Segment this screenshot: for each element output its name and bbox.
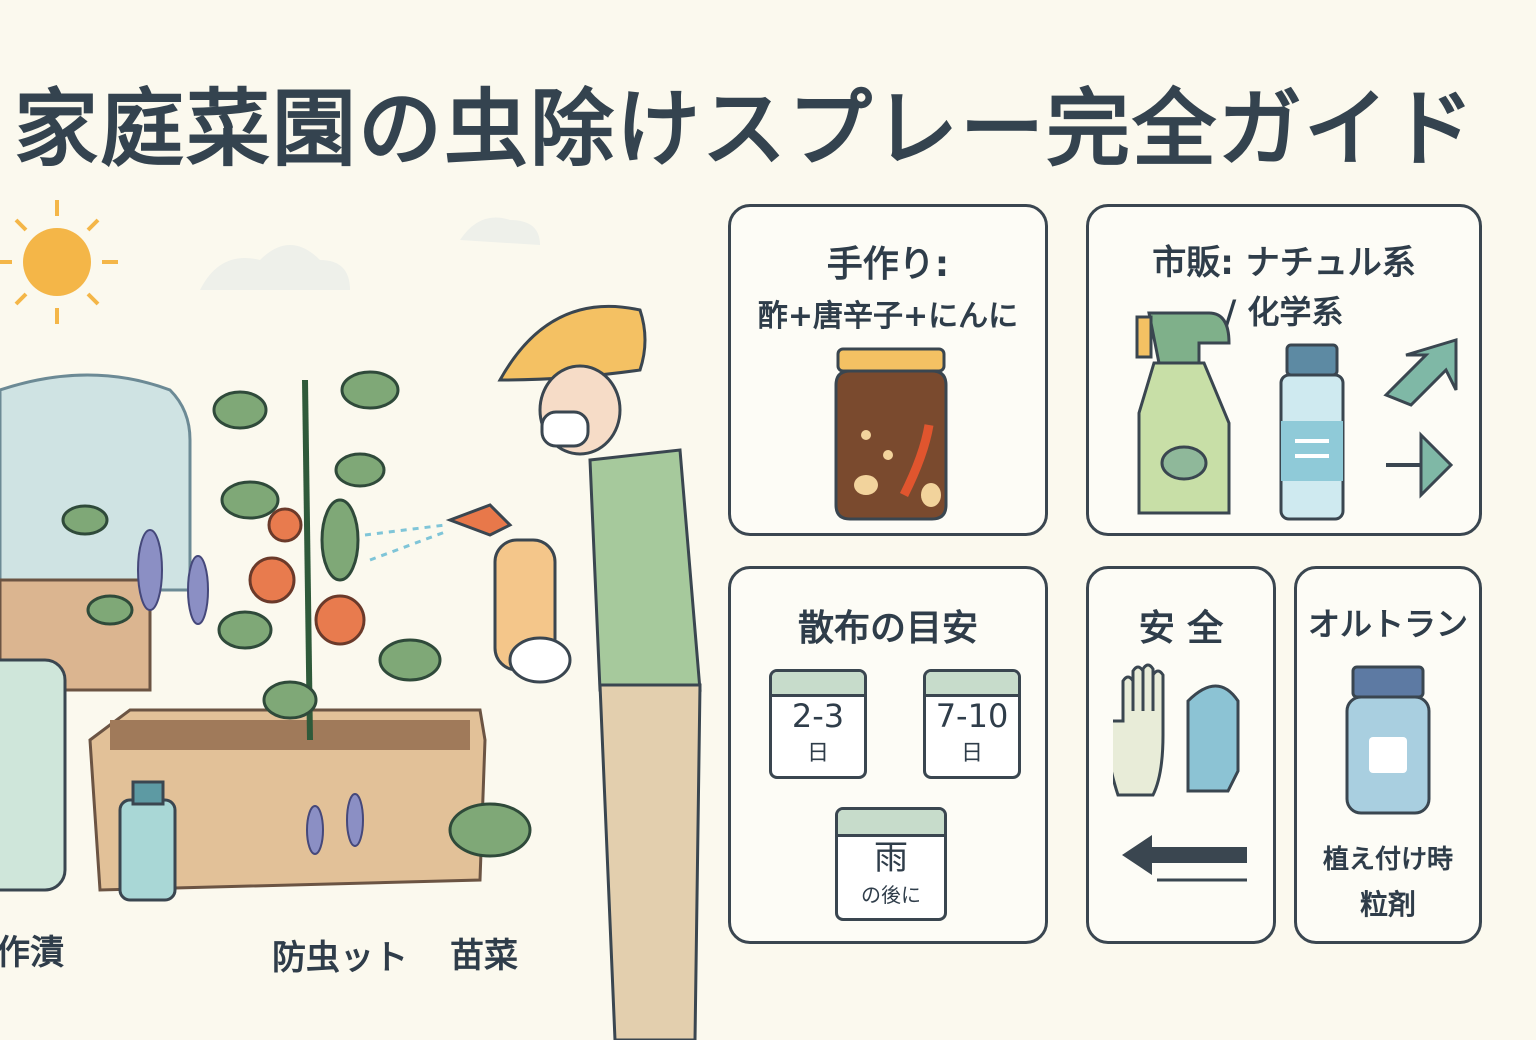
calendar-icon-2: 7-10 日 (923, 669, 1021, 779)
calendar-2-days: 7-10 (935, 697, 1009, 735)
card-homemade: 手作り: 酢+唐辛子+にんに (728, 204, 1048, 536)
card-commercial: 市販: ナチュル系 / 化学系 (1086, 204, 1482, 536)
garden-scene-illustration (0, 200, 702, 1040)
chemical-bottle-icon (1279, 343, 1345, 521)
calendar-icon-rain: 雨 の後に (835, 807, 947, 921)
arrow-left-icon (1122, 835, 1247, 882)
commercial-title: 市販: ナチュル系 (1152, 243, 1416, 283)
sun-icon (0, 200, 118, 324)
orutoran-type: 粒剤 (1359, 888, 1416, 921)
orutoran-usage: 植え付け時 (1322, 845, 1453, 875)
scene-label-seedling: 苗菜 (450, 936, 518, 976)
calendar-1-days: 2-3 (791, 697, 845, 735)
scene-label-vinegar: 作漬 (0, 933, 64, 973)
schedule-title: 散布の目安 (797, 608, 978, 649)
orutoran-title: オルトラン (1307, 605, 1468, 643)
card-orutoran: オルトラン 植え付け時 粒剤 (1294, 566, 1482, 944)
card-safety: 安 全 (1086, 566, 1276, 944)
calendar-2-unit: 日 (960, 741, 983, 766)
calendar-rain-top: 雨 (874, 838, 908, 878)
spray-bottle-icon (1135, 311, 1231, 515)
card-schedule: 散布の目安 2-3 日 7-10 日 雨 の後に (728, 566, 1048, 944)
commercial-subtitle: / 化学系 (1224, 293, 1344, 331)
gloves-icon (1113, 663, 1240, 797)
calendar-rain-bottom: の後に (861, 883, 921, 907)
raised-bed (88, 708, 487, 892)
homemade-title: 手作り: (826, 244, 950, 285)
homemade-recipe: 酢+唐辛子+にんに (757, 299, 1019, 334)
page-title: 家庭菜園の虫除けスプレー完全ガイド (14, 80, 1477, 178)
arrows-icon (1383, 337, 1458, 499)
calendar-icon-1: 2-3 日 (769, 669, 867, 779)
calendar-1-unit: 日 (806, 741, 829, 766)
jar-icon (834, 347, 948, 521)
safety-title: 安 全 (1138, 608, 1224, 649)
bottle-left (0, 658, 67, 892)
granule-bottle-icon (1345, 665, 1431, 815)
scene-label-net: 防虫ット (272, 938, 408, 978)
